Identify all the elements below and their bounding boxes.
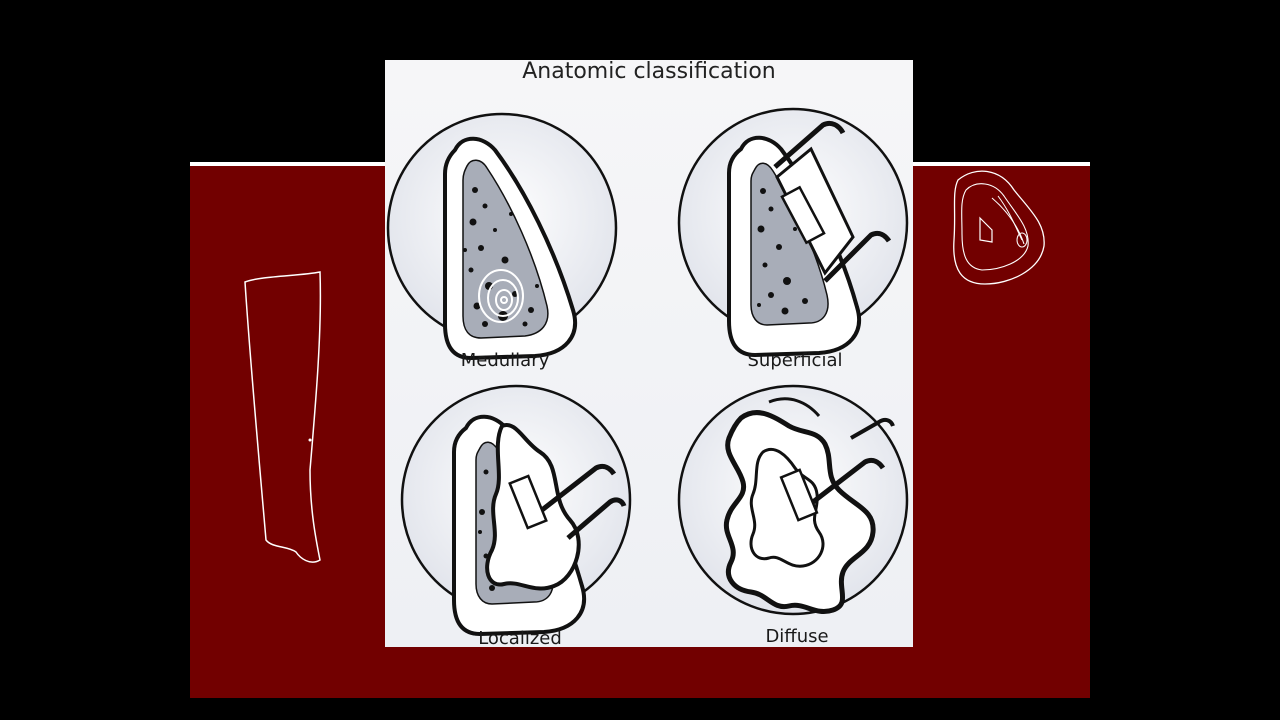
cell-superficial: Superficial (675, 105, 913, 380)
cell-label-medullary: Medullary (460, 350, 550, 371)
cell-label-localized: Localized (478, 628, 562, 647)
cell-label-superficial: Superficial (747, 350, 843, 371)
figure-title: Anatomic classification (522, 60, 776, 84)
cell-medullary: Medullary (385, 110, 625, 380)
localized-diagram (400, 384, 632, 637)
medullary-diagram (386, 112, 618, 361)
cell-diffuse: Diffuse (677, 382, 913, 647)
cell-localized: Localized (400, 382, 640, 647)
diffuse-diagram (677, 384, 909, 616)
superficial-diagram (677, 107, 909, 358)
figure-panel: Anatomic classification (385, 60, 913, 647)
cell-label-diffuse: Diffuse (765, 626, 829, 647)
